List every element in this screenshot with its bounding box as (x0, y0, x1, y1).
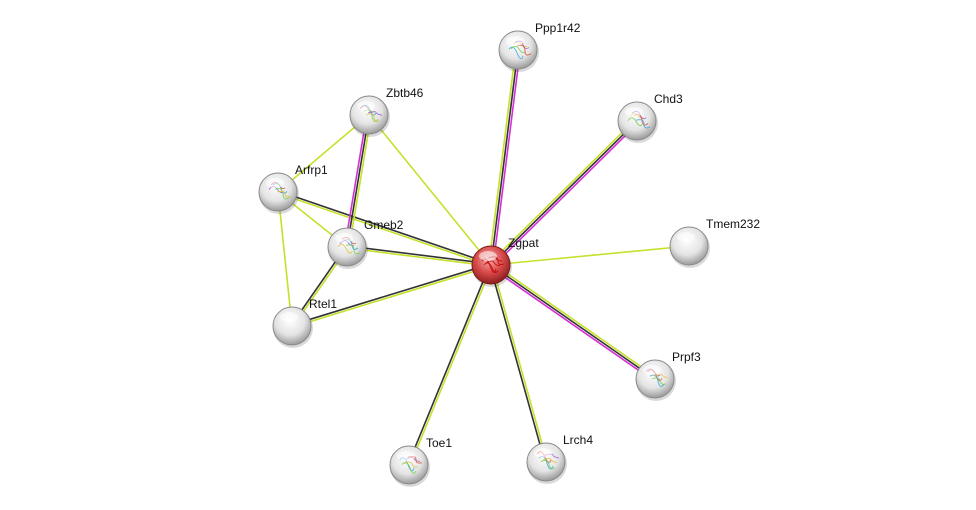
edge-zbtb46-gmeb2[interactable] (344, 114, 372, 248)
node-label[interactable]: Tmem232 (706, 217, 760, 231)
node-ppp1r42[interactable]: Ppp1r42 (498, 21, 581, 72)
edge-zgpat-toe1[interactable] (407, 264, 493, 466)
node-chd3[interactable]: Chd3 (617, 92, 683, 143)
node-label[interactable]: Zbtb46 (386, 86, 424, 100)
edge-line-coexpression (489, 265, 546, 463)
node-label[interactable]: Chd3 (654, 92, 683, 106)
edge-line-experiments (489, 266, 655, 382)
edges-layer (277, 49, 690, 466)
edge-zgpat-zbtb46[interactable] (368, 114, 492, 266)
node-highlight (397, 451, 415, 461)
edge-line-experiments (491, 121, 640, 268)
node-zbtb46[interactable]: Zbtb46 (349, 86, 424, 137)
node-highlight (625, 107, 643, 117)
node-gmeb2[interactable]: Gmeb2 (327, 218, 404, 269)
edge-line-coexpression (490, 120, 638, 266)
edge-line-textmining (277, 192, 491, 267)
edge-zgpat-chd3[interactable] (488, 118, 640, 268)
node-highlight (335, 233, 353, 243)
edge-line-coexpression (407, 264, 491, 465)
node-label[interactable]: Zgpat (508, 236, 539, 250)
edge-line-textmining (346, 247, 491, 267)
node-zgpat[interactable]: Zgpat (471, 236, 539, 287)
edge-line-coexpression (347, 245, 492, 265)
edge-line-coexpression (490, 49, 519, 266)
edge-zgpat-arfrp1[interactable] (277, 190, 492, 267)
edge-line-textmining (488, 118, 637, 265)
edge-line-textmining (277, 114, 370, 193)
node-highlight (643, 365, 661, 375)
node-rtel1[interactable]: Rtel1 (272, 297, 337, 348)
node-label[interactable]: Gmeb2 (364, 218, 404, 232)
node-label[interactable]: Arfrp1 (295, 163, 328, 177)
node-lrch4[interactable]: Lrch4 (526, 433, 593, 484)
node-highlight (357, 101, 375, 111)
edge-line-textmining (277, 191, 293, 327)
edge-zgpat-ppp1r42[interactable] (488, 49, 521, 266)
node-label[interactable]: Toe1 (426, 436, 452, 450)
edge-line-coexpression (346, 114, 370, 248)
edge-line-textmining (488, 49, 517, 265)
node-highlight (266, 178, 284, 188)
edge-zgpat-gmeb2[interactable] (346, 245, 492, 267)
edge-zgpat-rtel1[interactable] (291, 263, 492, 328)
edge-zgpat-prpf3[interactable] (489, 262, 657, 382)
node-highlight (534, 448, 552, 458)
edge-zgpat-lrch4[interactable] (489, 264, 548, 463)
node-label[interactable]: Rtel1 (309, 297, 337, 311)
node-highlight (506, 36, 524, 46)
node-arfrp1[interactable]: Arfrp1 (258, 163, 328, 214)
edge-line-textmining (368, 114, 492, 266)
edge-line-textmining (348, 115, 372, 248)
node-tmem232[interactable]: Tmem232 (669, 217, 760, 268)
edge-line-coexpression (291, 263, 491, 326)
node-highlight (280, 312, 298, 322)
edge-line-textmining (292, 265, 492, 328)
edge-line-experiments (344, 114, 368, 247)
edge-line-textmining (409, 265, 493, 466)
edge-zbtb46-arfrp1[interactable] (277, 114, 370, 193)
edge-arfrp1-rtel1[interactable] (277, 191, 293, 327)
edge-line-coexpression (490, 264, 656, 380)
edge-line-experiments (492, 50, 521, 266)
node-toe1[interactable]: Toe1 (389, 436, 452, 487)
protein-structure-icon (399, 456, 423, 474)
node-label[interactable]: Prpf3 (672, 350, 701, 364)
edge-line-textmining (491, 262, 657, 378)
node-label[interactable]: Lrch4 (563, 433, 593, 447)
node-highlight (677, 232, 695, 242)
node-highlight (479, 251, 497, 261)
node-label[interactable]: Ppp1r42 (535, 21, 581, 35)
edge-line-textmining (490, 245, 690, 266)
node-prpf3[interactable]: Prpf3 (635, 350, 701, 401)
edge-line-textmining (491, 264, 548, 462)
edge-line-coexpression (278, 190, 492, 265)
edge-zgpat-tmem232[interactable] (490, 245, 690, 266)
